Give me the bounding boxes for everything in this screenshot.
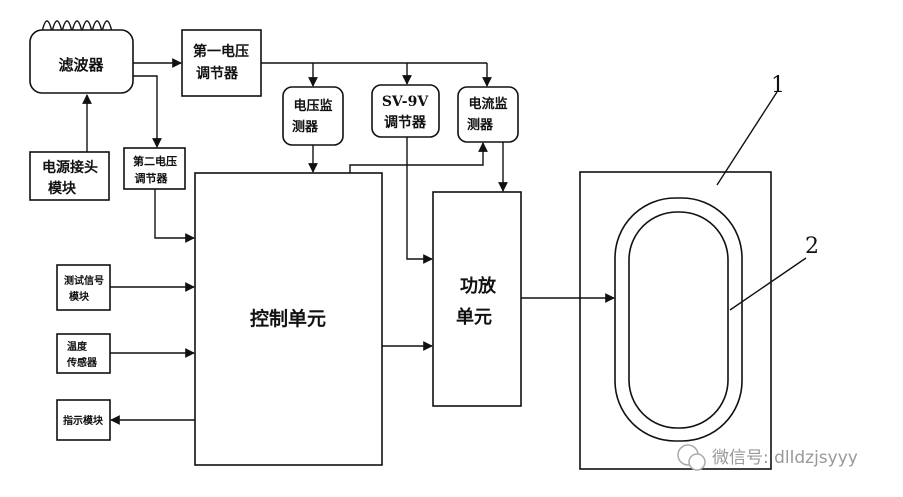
amp-unit-label-2: 单元	[456, 306, 492, 328]
filter-block: 滤波器	[29, 20, 134, 94]
watermark: 微信号: dlldzjsyyy	[677, 444, 858, 471]
power-connector-label-2: 模块	[48, 180, 77, 197]
power-connector-block: 电源接头 模块	[29, 151, 110, 201]
current-monitor-block: 电流监 测器	[457, 86, 519, 143]
current-monitor-label-2: 测器	[467, 117, 494, 133]
watermark-text: 微信号: dlldzjsyyy	[712, 448, 858, 468]
first-regulator-block: 第一电压 调节器	[181, 29, 262, 97]
voltage-monitor-label-1: 电压监	[293, 98, 332, 114]
temp-sensor-block: 温度 传感器	[56, 333, 111, 374]
coil-device: 1 2	[579, 73, 819, 470]
second-regulator-label-1: 第二电压	[133, 154, 177, 168]
second-regulator-block: 第二电压 调节器	[123, 147, 186, 190]
current-monitor-label-1: 电流监	[468, 96, 507, 112]
voltage-monitor-label-2: 测器	[292, 119, 319, 135]
indicator-label: 指示模块	[63, 414, 104, 427]
sv9v-regulator-block: SV-9V 调节器	[371, 84, 440, 138]
filter-coil-icon	[41, 20, 113, 33]
test-signal-label-1: 测试信号	[64, 274, 104, 287]
sv9v-regulator-label-1: SV-9V	[382, 94, 430, 110]
control-unit-block: 控制单元	[194, 172, 383, 466]
sv9v-regulator-label-2: 调节器	[384, 114, 427, 131]
connection-lines	[82, 58, 615, 425]
wechat-icon	[677, 444, 706, 471]
amp-unit-block: 功放 单元	[432, 191, 522, 407]
temp-sensor-label-1: 温度	[67, 340, 88, 353]
first-regulator-label-1: 第一电压	[193, 43, 249, 60]
first-regulator-label-2: 调节器	[196, 65, 239, 82]
ref-label-1: 1	[771, 73, 785, 98]
ref-label-2: 2	[805, 234, 819, 259]
temp-sensor-label-2: 传感器	[66, 356, 98, 369]
indicator-block: 指示模块	[56, 399, 111, 441]
control-unit-label: 控制单元	[250, 307, 326, 330]
filter-label: 滤波器	[58, 56, 104, 74]
amp-unit-label-1: 功放	[460, 275, 497, 297]
test-signal-label-2: 模块	[69, 290, 90, 303]
test-signal-block: 测试信号 模块	[56, 264, 111, 311]
voltage-monitor-block: 电压监 测器	[282, 86, 344, 146]
power-connector-label-1: 电源接头	[42, 159, 98, 176]
second-regulator-label-2: 调节器	[135, 171, 169, 185]
